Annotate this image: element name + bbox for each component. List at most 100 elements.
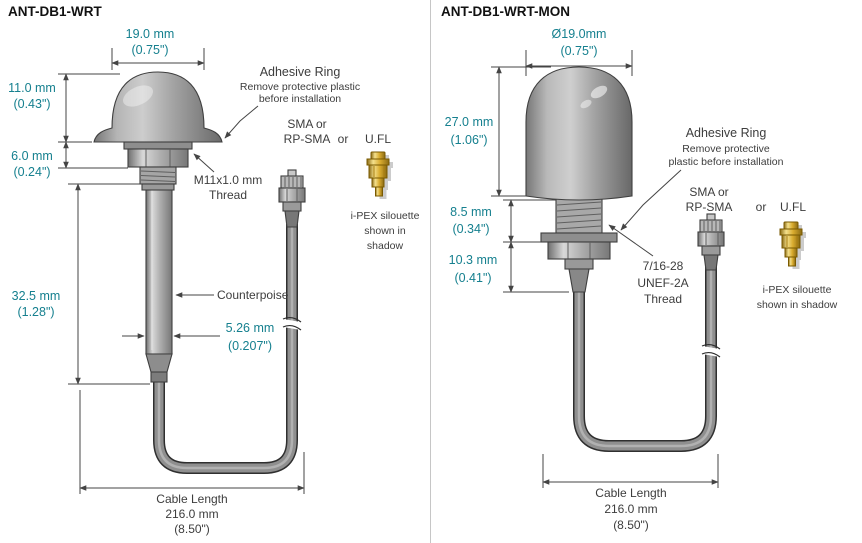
ipex-note: i-PEX silouette shown in shadow <box>351 210 420 252</box>
cable-length-label: Cable Length <box>156 492 227 506</box>
adhesive-line3: before installation <box>259 93 341 105</box>
tube-tip-taper <box>145 353 173 373</box>
thread-callout: M11x1.0 mm Thread <box>193 153 262 202</box>
left-title: ANT-DB1-WRT <box>8 4 102 19</box>
dim-width-mm: Ø19.0mm <box>552 27 607 41</box>
left-antenna-drawing <box>93 71 393 474</box>
dim-tube-diameter: 5.26 mm (0.207") <box>122 321 274 353</box>
dome-highlight <box>123 85 153 107</box>
adhesive-ring-callout: Adhesive Ring Remove protective plastic … <box>620 126 784 231</box>
dome-highlight-1 <box>590 85 608 99</box>
dome-highlight-2 <box>580 99 592 109</box>
cable-length-label: Cable Length <box>595 486 666 500</box>
tube-tip <box>150 371 168 383</box>
cable-length-in: (8.50") <box>174 522 210 536</box>
dim-body-mm: 32.5 mm <box>12 289 61 303</box>
panel-ant-db1-wrt-mon: ANT-DB1-WRT-MON <box>431 0 862 543</box>
dim-width-mm: 19.0 mm <box>126 27 175 41</box>
dim-top-width: 19.0 mm (0.75") <box>111 27 205 70</box>
tube-collar <box>141 183 175 191</box>
base-collar <box>564 258 594 270</box>
dim-cable-length: Cable Length 216.0 mm (8.50") <box>542 454 719 532</box>
adhesive-ring-washer <box>540 232 618 243</box>
dim-dome-height: 27.0 mm (1.06") <box>445 66 551 197</box>
sma-hex-nut <box>278 187 306 203</box>
dim-tube-mm: 5.26 mm <box>226 321 275 335</box>
sma-connector <box>278 169 306 228</box>
counterpoise-callout: Counterpoise <box>175 288 289 302</box>
cable-length-in: (8.50") <box>613 518 649 532</box>
cable-break-symbol <box>282 316 302 331</box>
sma-knurl <box>280 175 304 189</box>
panel-ant-db1-wrt: ANT-DB1-WRT <box>8 4 420 536</box>
counterpoise-tube <box>145 183 173 355</box>
ipex-line2: shown in shadow <box>757 299 838 311</box>
adhesive-line1: Adhesive Ring <box>686 126 767 140</box>
sma-line2: RP-SMA <box>284 132 331 146</box>
hex-nut <box>127 148 189 168</box>
ipex-line1: i-PEX silouette <box>763 284 832 296</box>
thread-line2: Thread <box>209 188 247 202</box>
dim-base-mm: 10.3 mm <box>449 253 498 267</box>
dim-dome-mm: 11.0 mm <box>8 81 56 95</box>
sma-knurl <box>699 219 723 233</box>
hex-nut <box>547 241 611 260</box>
ufl-label: U.FL <box>365 132 391 146</box>
dim-dome-height: 11.0 mm (0.43") <box>8 73 120 143</box>
threaded-neck <box>555 198 603 234</box>
sma-line2: RP-SMA <box>686 200 733 214</box>
ipex-note: i-PEX silouette shown in shadow <box>757 284 838 311</box>
cable-break-symbol <box>701 343 721 358</box>
panel-divider <box>430 0 431 543</box>
thread-line2: UNEF-2A <box>637 276 688 290</box>
sma-callout: SMA or RP-SMA <box>284 117 331 146</box>
cable <box>153 224 302 474</box>
right-diagram: ANT-DB1-WRT-MON <box>441 4 838 532</box>
dim-nut-height: 6.0 mm (0.24") <box>11 141 128 179</box>
radome-dome <box>525 66 633 201</box>
dim-nut-mm: 6.0 mm <box>11 149 53 163</box>
right-title: ANT-DB1-WRT-MON <box>441 4 570 19</box>
dim-thread-height: 8.5 mm (0.34") <box>450 199 556 243</box>
ufl-connector <box>779 221 803 267</box>
thread-line3: Thread <box>644 292 682 306</box>
adhesive-ring-callout: Adhesive Ring Remove protective plastic … <box>224 65 360 139</box>
ufl-label: U.FL <box>780 200 806 214</box>
sma-ferrule <box>701 245 721 256</box>
dim-cable-length: Cable Length 216.0 mm (8.50") <box>79 390 305 536</box>
adhesive-line2: Remove protective <box>682 143 770 155</box>
ipex-line2: shown in <box>364 225 406 237</box>
threaded-stem <box>139 166 177 185</box>
cable-length-mm: 216.0 mm <box>165 507 218 521</box>
dim-tube-in: (0.207") <box>228 339 272 353</box>
sma-boot <box>703 254 719 271</box>
cable-boot <box>568 268 590 293</box>
cable-length-mm: 216.0 mm <box>604 502 657 516</box>
adhesive-line1: Adhesive Ring <box>260 65 341 79</box>
sma-line1: SMA or <box>287 117 326 131</box>
or-label: or <box>338 132 349 146</box>
sma-callout: SMA or RP-SMA <box>686 185 733 214</box>
left-diagram: ANT-DB1-WRT <box>8 4 420 536</box>
dim-width-in: (0.75") <box>131 43 168 57</box>
thread-line1: M11x1.0 mm <box>194 173 262 187</box>
adhesive-line3: plastic before installation <box>669 156 784 168</box>
counterpoise-label: Counterpoise <box>217 288 289 302</box>
dim-thread-in: (0.34") <box>452 222 489 236</box>
adhesive-ring-washer <box>123 141 193 150</box>
thread-line1: 7/16-28 <box>643 259 684 273</box>
ipex-line1: i-PEX silouette <box>351 210 420 222</box>
dim-width-in: (0.75") <box>560 44 597 58</box>
thread-callout: 7/16-28 UNEF-2A Thread <box>608 224 689 306</box>
right-antenna-drawing <box>525 66 806 452</box>
dim-body-in: (1.28") <box>17 305 54 319</box>
ipex-line3: shadow <box>367 240 404 252</box>
cable <box>573 266 721 452</box>
or-label: or <box>756 200 767 214</box>
sma-line1: SMA or <box>689 185 728 199</box>
dim-dome-in: (1.06") <box>450 133 487 147</box>
dim-thread-mm: 8.5 mm <box>450 205 492 219</box>
dim-nut-in: (0.24") <box>13 165 50 179</box>
dim-body-height: 32.5 mm (1.28") <box>12 183 150 385</box>
dim-dome-in: (0.43") <box>13 97 50 111</box>
